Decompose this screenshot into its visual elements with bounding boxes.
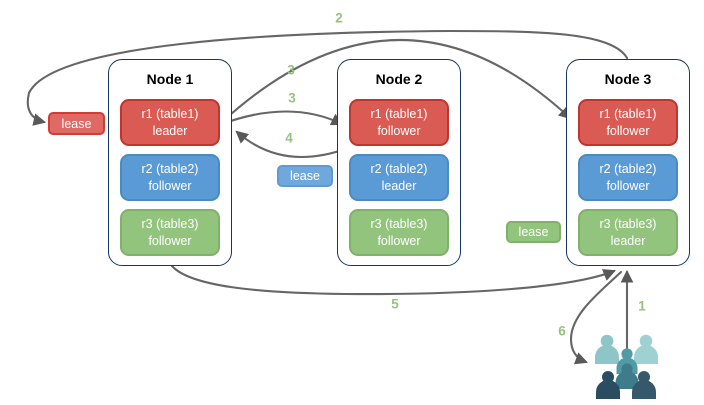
users-group-icon bbox=[595, 334, 658, 399]
node-3-replica-r1: r1 (table1) follower bbox=[578, 99, 678, 146]
arrow-step-2-node3-to-lease1 bbox=[26, 29, 629, 126]
replica-role: leader bbox=[381, 178, 417, 193]
node-2-title: Node 2 bbox=[375, 71, 423, 87]
replica-name: r1 (table1) bbox=[599, 107, 657, 122]
arrow-step-6-node3-to-users bbox=[569, 270, 623, 365]
node-3-box: Node 3 r1 (table1) follower r2 (table2) … bbox=[566, 59, 690, 266]
node-2-replica-r1: r1 (table1) follower bbox=[349, 99, 449, 146]
replica-role: leader bbox=[610, 233, 646, 248]
node-2-replica-r2: r2 (table2) leader bbox=[349, 154, 449, 201]
step-label-3-upper: 3 bbox=[287, 62, 295, 78]
node-3-replica-r2: r2 (table2) follower bbox=[578, 154, 678, 201]
node-1-replica-r1: r1 (table1) leader bbox=[120, 99, 220, 146]
node-1-replica-r2: r2 (table2) follower bbox=[120, 154, 220, 201]
replica-name: r2 (table2) bbox=[141, 162, 199, 177]
node-2-box: Node 2 r1 (table1) follower r2 (table2) … bbox=[337, 59, 461, 266]
node-3-replica-r3: r3 (table3) leader bbox=[578, 209, 678, 256]
node-1-replica-r3: r3 (table3) follower bbox=[120, 209, 220, 256]
node-2-replica-r3: r3 (table3) follower bbox=[349, 209, 449, 256]
arrow-step-3-node1-to-node3 bbox=[220, 39, 572, 124]
replica-name: r2 (table2) bbox=[599, 162, 657, 177]
replica-name: r2 (table2) bbox=[370, 162, 428, 177]
replica-name: r3 (table3) bbox=[141, 217, 199, 232]
arrow-step-4-node2-to-node1 bbox=[235, 130, 350, 158]
step-label-1: 1 bbox=[638, 298, 646, 314]
step-label-5: 5 bbox=[391, 296, 399, 312]
node-3-title: Node 3 bbox=[604, 71, 652, 87]
step-label-3-lower: 3 bbox=[288, 90, 296, 106]
step-label-6: 6 bbox=[558, 323, 566, 339]
step-label-4: 4 bbox=[285, 130, 293, 146]
replica-role: follower bbox=[377, 233, 421, 248]
step-label-2: 2 bbox=[335, 10, 343, 26]
lease-tag-r3: lease bbox=[506, 221, 561, 243]
replica-role: follower bbox=[148, 233, 192, 248]
replica-role: follower bbox=[148, 178, 192, 193]
replica-name: r1 (table1) bbox=[370, 107, 428, 122]
node-1-box: Node 1 r1 (table1) leader r2 (table2) fo… bbox=[108, 59, 232, 266]
replica-role: leader bbox=[152, 123, 188, 138]
arrow-step-5-node1-to-node3 bbox=[170, 264, 616, 296]
lease-tag-r1: lease bbox=[48, 112, 105, 135]
arrow-step-3-node1-to-node2 bbox=[220, 110, 344, 126]
lease-tag-r2: lease bbox=[277, 165, 333, 187]
node-1-title: Node 1 bbox=[146, 71, 194, 87]
replica-name: r1 (table1) bbox=[141, 107, 199, 122]
replica-name: r3 (table3) bbox=[599, 217, 657, 232]
replica-name: r3 (table3) bbox=[370, 217, 428, 232]
replica-role: follower bbox=[606, 123, 650, 138]
replica-role: follower bbox=[606, 178, 650, 193]
replica-role: follower bbox=[377, 123, 421, 138]
